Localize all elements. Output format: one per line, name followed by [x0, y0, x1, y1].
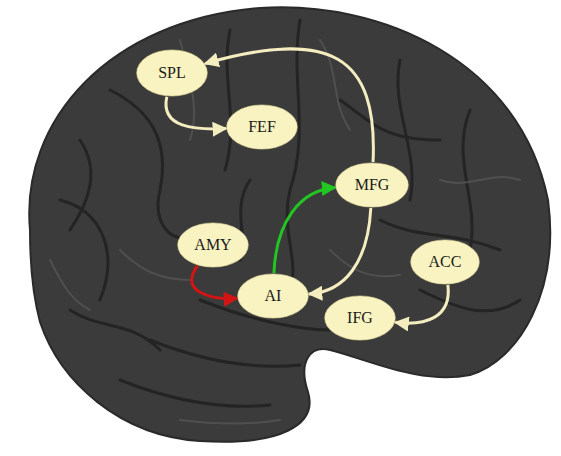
region-node: ACC [410, 239, 480, 285]
region-node: AI [237, 273, 309, 319]
node-label: IFG [347, 309, 373, 327]
connection-arrow [274, 188, 335, 273]
connection-arrow [309, 208, 371, 294]
region-node: AMY [177, 222, 249, 268]
region-node: MFG [335, 162, 409, 208]
node-label: ACC [429, 253, 462, 271]
node-label: AI [265, 287, 282, 305]
region-node: SPL [136, 49, 208, 97]
region-node: FEF [226, 104, 298, 150]
connection-arrow [205, 49, 373, 162]
connection-arrow [192, 266, 237, 299]
node-label: FEF [248, 118, 276, 136]
connection-arrow [166, 97, 226, 129]
node-label: MFG [355, 176, 390, 194]
connection-arrow [395, 285, 448, 323]
region-node: IFG [324, 295, 396, 341]
node-label: AMY [194, 236, 231, 254]
node-label: SPL [158, 64, 186, 82]
